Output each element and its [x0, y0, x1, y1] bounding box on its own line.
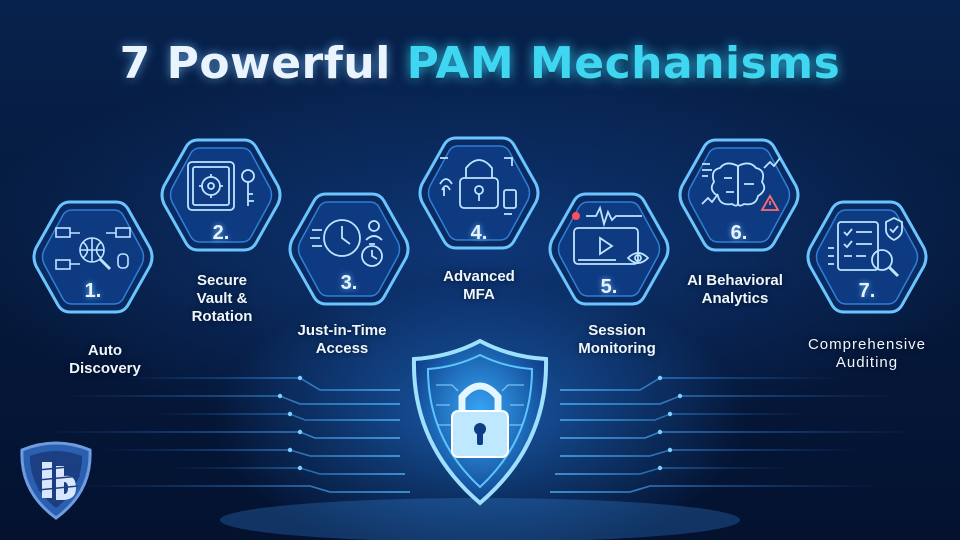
- mechanism-label-1: Auto Discovery: [69, 342, 141, 377]
- mechanism-number: 4.: [470, 222, 488, 244]
- mechanism-number: 1.: [84, 280, 102, 302]
- brain-analytics-icon: [701, 157, 781, 211]
- mechanism-card-7: 7.: [804, 198, 930, 316]
- mechanism-number: 3.: [340, 272, 358, 294]
- circuit-traces: [40, 375, 920, 540]
- mechanism-label-3: Just-in-Time Access: [297, 322, 387, 357]
- mechanism-label-2: Secure Vault & Rotation: [191, 272, 253, 325]
- mechanism-card-5: 5.: [546, 190, 672, 308]
- brand-shield-logo: [20, 441, 92, 520]
- mechanism-number: 5.: [600, 276, 618, 298]
- mechanism-card-4: 4.: [416, 134, 542, 252]
- mechanism-label-4: Advanced MFA: [443, 268, 515, 303]
- mechanism-card-3: 3.: [286, 190, 412, 308]
- hexagon-frame: [160, 138, 282, 252]
- hexagon-frame: [32, 200, 154, 314]
- clock-user-icon: [310, 219, 383, 267]
- mechanism-label-7: Comprehensive Auditing: [807, 336, 927, 371]
- mechanism-card-2: 2.: [158, 136, 284, 254]
- hexagon-frame: [288, 192, 410, 306]
- page-title: 7 Powerful PAM Mechanisms: [0, 38, 960, 89]
- vault-key-icon: [187, 161, 255, 211]
- network-search-icon: [55, 227, 131, 271]
- hexagon-frame: [418, 136, 540, 250]
- mechanism-card-6: 6.: [676, 136, 802, 254]
- title-part-1: 7 Powerful: [119, 38, 407, 89]
- checklist-magnifier-icon: [828, 216, 903, 278]
- mechanism-card-1: 1.: [30, 198, 156, 316]
- title-part-2: PAM Mechanisms: [406, 38, 841, 89]
- padlock-fingerprint-icon: [439, 157, 517, 215]
- mechanism-label-5: Session Monitoring: [578, 322, 656, 357]
- mechanism-label-6: AI Behavioral Analytics: [687, 272, 783, 307]
- shield-padlock-icon: [411, 338, 549, 506]
- mechanism-number: 7.: [858, 280, 876, 302]
- mechanism-number: 6.: [730, 222, 748, 244]
- mechanism-number: 2.: [212, 222, 230, 244]
- video-eye-icon: [572, 205, 650, 265]
